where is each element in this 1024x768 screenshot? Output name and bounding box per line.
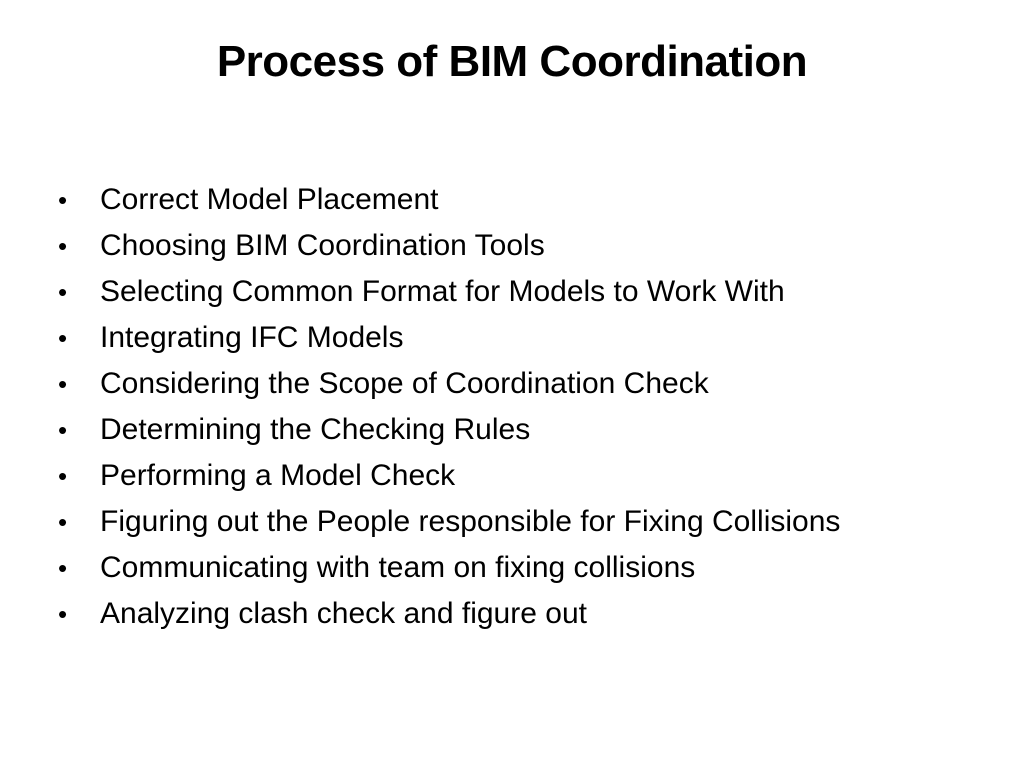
list-item: • Figuring out the People responsible fo…	[58, 499, 988, 545]
list-item: • Selecting Common Format for Models to …	[58, 269, 988, 315]
bullet-text: Analyzing clash check and figure out	[100, 597, 587, 630]
list-item: • Correct Model Placement	[58, 177, 988, 223]
bullet-text: Choosing BIM Coordination Tools	[100, 229, 545, 262]
bullet-text: Figuring out the People responsible for …	[100, 505, 841, 538]
list-item: • Choosing BIM Coordination Tools	[58, 223, 988, 269]
bullet-icon: •	[58, 185, 68, 215]
bullet-icon: •	[58, 553, 68, 583]
list-item: • Determining the Checking Rules	[58, 407, 988, 453]
bullet-list: • Correct Model Placement • Choosing BIM…	[58, 177, 988, 637]
bullet-text: Integrating IFC Models	[100, 321, 404, 354]
list-item: • Analyzing clash check and figure out	[58, 591, 988, 637]
bullet-icon: •	[58, 369, 68, 399]
bullet-icon: •	[58, 415, 68, 445]
bullet-text: Communicating with team on fixing collis…	[100, 551, 696, 584]
bullet-icon: •	[58, 277, 68, 307]
bullet-icon: •	[58, 461, 68, 491]
list-item: • Communicating with team on fixing coll…	[58, 545, 988, 591]
bullet-text: Selecting Common Format for Models to Wo…	[100, 275, 785, 308]
bullet-text: Performing a Model Check	[100, 459, 456, 492]
list-item: • Performing a Model Check	[58, 453, 988, 499]
list-item: • Integrating IFC Models	[58, 315, 988, 361]
bullet-icon: •	[58, 507, 68, 537]
slide-title: Process of BIM Coordination	[216, 37, 808, 86]
bullet-text: Correct Model Placement	[100, 183, 439, 216]
bullet-text: Determining the Checking Rules	[100, 413, 531, 446]
list-item: • Considering the Scope of Coordination …	[58, 361, 988, 407]
bullet-icon: •	[58, 599, 68, 629]
bullet-icon: •	[58, 323, 68, 353]
bullet-text: Considering the Scope of Coordination Ch…	[100, 367, 709, 400]
bullet-icon: •	[58, 231, 68, 261]
